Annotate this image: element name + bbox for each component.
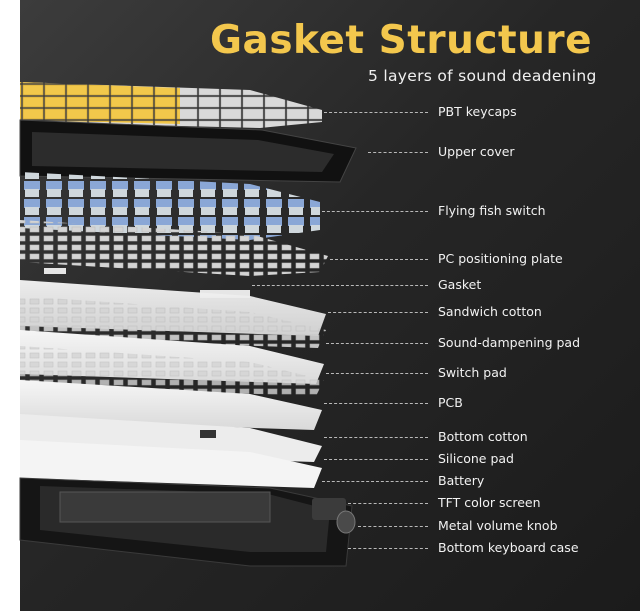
leader-line bbox=[368, 152, 428, 153]
callout-label: Sound-dampening pad bbox=[438, 335, 580, 350]
callout-label: Gasket bbox=[438, 277, 481, 292]
callout-label: Sandwich cotton bbox=[438, 304, 542, 319]
callout-label: Upper cover bbox=[438, 144, 515, 159]
callout-label: Bottom cotton bbox=[438, 429, 528, 444]
leader-line bbox=[348, 503, 428, 504]
layer-white-stack bbox=[20, 280, 326, 488]
callout-label: Bottom keyboard case bbox=[438, 540, 579, 555]
leader-line bbox=[324, 403, 428, 404]
callout-label: PBT keycaps bbox=[438, 104, 517, 119]
layer-upper-cover bbox=[20, 120, 356, 182]
leader-line bbox=[328, 312, 428, 313]
leader-line bbox=[330, 259, 428, 260]
leader-line bbox=[324, 459, 428, 460]
layer-bottom-case bbox=[20, 478, 355, 566]
callout-label: Switch pad bbox=[438, 365, 507, 380]
callout-label: PC positioning plate bbox=[438, 251, 563, 266]
page-subtitle: 5 layers of sound deadening bbox=[368, 67, 597, 85]
page-title: Gasket Structure bbox=[210, 18, 610, 63]
leader-line bbox=[252, 285, 428, 286]
leader-line bbox=[348, 548, 428, 549]
leader-line bbox=[358, 526, 428, 527]
leader-line bbox=[326, 343, 428, 344]
callout-label: Battery bbox=[438, 473, 484, 488]
leader-line bbox=[324, 112, 428, 113]
layer-keycaps bbox=[20, 82, 322, 128]
leader-line bbox=[322, 211, 428, 212]
callout-label: Metal volume knob bbox=[438, 518, 558, 533]
callout-label: Silicone pad bbox=[438, 451, 514, 466]
leader-line bbox=[322, 481, 428, 482]
leader-line bbox=[326, 373, 428, 374]
callout-label: PCB bbox=[438, 395, 463, 410]
callout-label: Flying fish switch bbox=[438, 203, 546, 218]
callout-label: TFT color screen bbox=[438, 495, 541, 510]
leader-line bbox=[324, 437, 428, 438]
